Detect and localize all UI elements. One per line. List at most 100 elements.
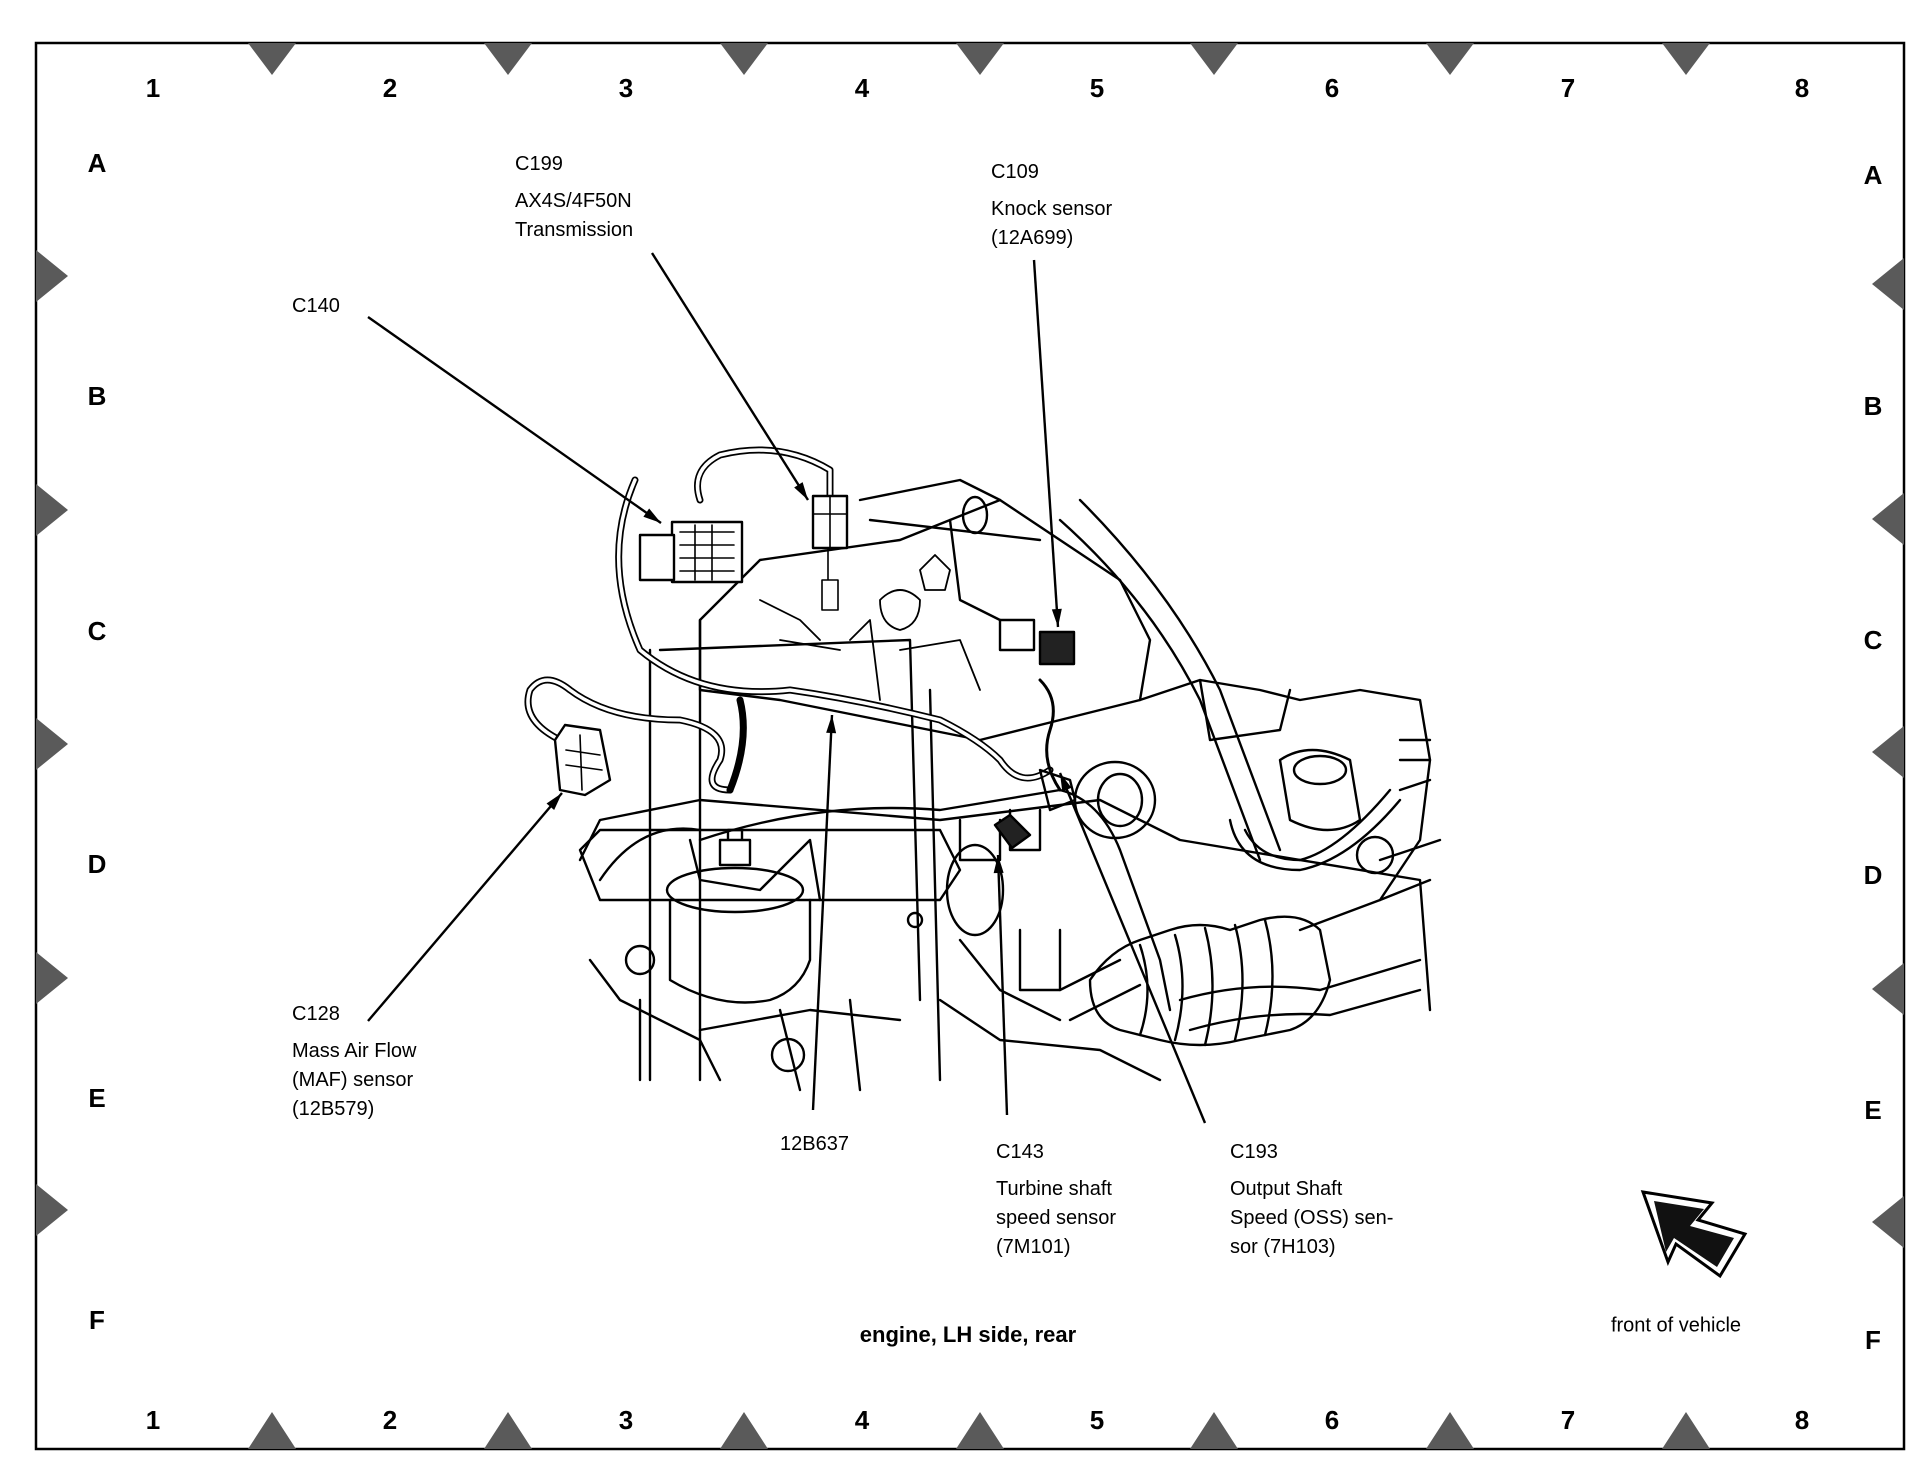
grid-row-label: B	[1863, 391, 1883, 421]
grid-marker-bottom	[1662, 1412, 1710, 1449]
lower-case	[588, 958, 1162, 1082]
callout-c143: C143 Turbine shaft speed sensor (7M101)	[996, 1138, 1116, 1262]
callout-c199: C199 AX4S/4F50N Transmission	[515, 150, 633, 245]
connector-c140	[670, 520, 744, 584]
grid-column-label: 2	[382, 1405, 398, 1435]
grid-row-label: B	[87, 381, 107, 411]
arrowhead-icon	[993, 855, 1004, 874]
grid-row-label: C	[87, 616, 107, 646]
callout-text: Output Shaft	[1230, 1178, 1343, 1200]
connector-c140-latch	[638, 533, 676, 582]
valve-body-top	[858, 478, 1042, 622]
connector-c109-mate	[998, 618, 1036, 652]
grid-marker-left	[36, 484, 68, 536]
lower-case-2	[778, 938, 1062, 1092]
callout-text: speed sensor	[996, 1207, 1117, 1229]
grid-column-label: 5	[1089, 73, 1105, 103]
grid-row-label: A	[87, 148, 107, 178]
leader-line-c193	[1058, 772, 1207, 1124]
cv-boot	[1088, 915, 1332, 1047]
connector-c140-detail	[679, 524, 735, 581]
wire-harness-inner	[617, 478, 1052, 780]
grid-marker-top	[720, 43, 768, 75]
grid-column-label: 6	[1324, 73, 1340, 103]
axle-shaft	[1058, 958, 1142, 1022]
grid-column-label: 2	[382, 73, 398, 103]
grid-marker-top	[248, 43, 296, 75]
callout-text: Mass Air Flow	[292, 1040, 417, 1062]
grid-marker-bottom	[956, 1412, 1004, 1449]
grid-marker-top	[1426, 43, 1474, 75]
connector-c193	[1038, 768, 1077, 812]
callout-c140: C140	[292, 292, 340, 329]
arrowhead-icon	[546, 793, 562, 810]
callout-c128: C128 Mass Air Flow (MAF) sensor (12B579)	[292, 1000, 416, 1124]
grid-row-label: E	[1864, 1095, 1882, 1125]
connector-code: C193	[1230, 1141, 1278, 1163]
grid-marker-top	[956, 43, 1004, 75]
leader-line-c199	[650, 252, 810, 501]
grid-row-label: D	[87, 849, 107, 879]
arrowhead-icon	[826, 715, 837, 734]
pipe-loop	[1228, 788, 1402, 872]
grid-column-label: 7	[1560, 73, 1576, 103]
engine-block	[1138, 678, 1432, 932]
grid-row-label: A	[1863, 160, 1883, 190]
wire-harness-maf-inner	[526, 678, 732, 792]
frame-rail	[1058, 498, 1282, 862]
grid-column-label: 8	[1794, 73, 1810, 103]
wire-harness-loop-inner	[695, 448, 832, 522]
connector-c143	[993, 813, 1032, 850]
callout-text: Knock sensor	[991, 198, 1113, 220]
grid-marker-right	[1872, 493, 1904, 545]
connector-c109	[1038, 630, 1076, 666]
callout-text: (7M101)	[996, 1236, 1071, 1258]
front-of-vehicle-label: front of vehicle	[1610, 1314, 1742, 1337]
connector-c128-detail	[565, 734, 603, 791]
bracket-lines	[759, 599, 981, 701]
front-of-vehicle-arrow-icon	[1640, 1190, 1748, 1279]
engine-block-2	[1278, 748, 1362, 832]
frame-rail-lower	[1178, 958, 1422, 1032]
grid-column-label: 1	[145, 73, 161, 103]
callout-text: (12A699)	[991, 227, 1074, 249]
connector-code: C140	[292, 295, 340, 317]
leader-line-12b637	[811, 714, 837, 1111]
bolt	[624, 944, 656, 976]
callout-text: (MAF) sensor	[292, 1069, 414, 1091]
connector-code: 12B637	[780, 1133, 849, 1155]
connector-code: C128	[292, 1003, 340, 1025]
grid-column-label: 3	[618, 1405, 634, 1435]
grid-marker-right	[1872, 963, 1904, 1015]
transmission-case	[648, 618, 942, 1082]
grid-marker-left	[36, 952, 68, 1004]
sensor-bosses	[879, 554, 951, 631]
oil-filter-cap	[1292, 754, 1348, 786]
grid-marker-bottom	[1190, 1412, 1238, 1449]
leader-line-c128	[367, 792, 563, 1022]
cross-member	[698, 788, 1172, 1012]
callout-text: Turbine shaft	[996, 1178, 1112, 1200]
grid-marker-right	[1872, 258, 1904, 310]
grid-column-label: 7	[1560, 1405, 1576, 1435]
grid-column-label: 1	[145, 1405, 161, 1435]
arrowhead-icon	[794, 482, 808, 500]
valve-body	[698, 498, 1152, 742]
diagram-title: engine, LH side, rear	[859, 1322, 1077, 1347]
leader-line-c109	[1032, 259, 1062, 628]
diff-housing-inner	[1096, 772, 1144, 828]
leader-line-c140	[367, 316, 662, 524]
lifting-eye	[961, 495, 989, 535]
leader-line-c143	[993, 854, 1009, 1116]
grid-row-label: E	[88, 1083, 106, 1113]
arrowhead-icon	[1051, 608, 1062, 627]
leader-lines	[367, 252, 1207, 1124]
grid-column-label: 8	[1794, 1405, 1810, 1435]
grid-column-label: 4	[854, 73, 870, 103]
case-opening	[945, 843, 1005, 937]
grid-column-label: 5	[1089, 1405, 1105, 1435]
grid-marker-top	[1190, 43, 1238, 75]
callout-text: (12B579)	[292, 1098, 375, 1120]
grid-column-label: 6	[1324, 1405, 1340, 1435]
grid-marker-top	[1662, 43, 1710, 75]
